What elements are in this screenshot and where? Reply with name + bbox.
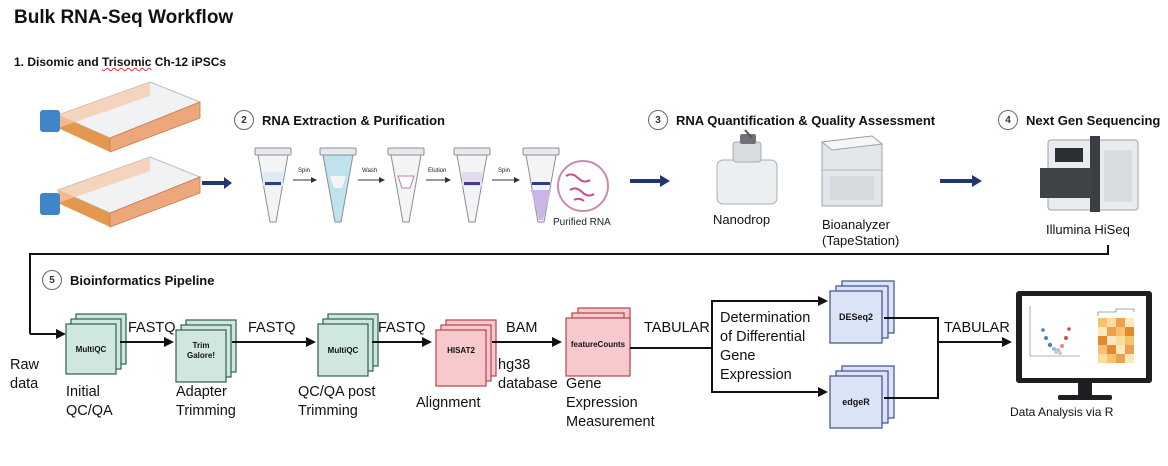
multiqc2-caption-2: Trimming <box>298 403 358 419</box>
trim-box-line2: Galore! <box>186 351 215 360</box>
nanodrop-label: Nanodrop <box>713 212 771 227</box>
step1-prefix: 1. Disomic and <box>14 55 103 69</box>
extraction-tubes <box>254 147 609 223</box>
featurecounts-caption: Gene Expression Measurement <box>566 375 655 432</box>
featurecounts-stack <box>565 307 631 377</box>
deseq2-box-label: DESeq2 <box>838 312 873 322</box>
fastq-label-3: FASTQ <box>378 320 426 336</box>
fc-caption-2: Expression <box>566 395 638 411</box>
step5-header: 5 Bioinformatics Pipeline <box>42 270 214 290</box>
step2-header: 2 RNA Extraction & Purification <box>234 110 445 130</box>
multiqc1-caption: Initial QC/QA <box>66 383 113 421</box>
de-line1: Determination <box>720 310 811 326</box>
de-line4: Expression <box>720 367 792 383</box>
step1-suffix: Ch-12 iPSCs <box>151 55 227 69</box>
multiqc2-caption-1: QC/QA post <box>298 384 376 400</box>
step1-word: Trisomic <box>102 55 152 69</box>
fc-caption-3: Measurement <box>566 414 655 430</box>
step2-title: RNA Extraction & Purification <box>262 112 445 128</box>
step4-number: 4 <box>998 110 1018 130</box>
hiseq-instrument <box>1040 136 1139 212</box>
hg38-line1: hg38 <box>498 357 531 373</box>
multiqc2-caption: QC/QA post Trimming <box>298 383 375 421</box>
hisat2-stack <box>435 319 497 387</box>
deseq2-stack <box>829 280 895 344</box>
final-caption: Data Analysis via R <box>1010 405 1114 419</box>
volcano-plot-thumb <box>1029 306 1080 357</box>
step3-title: RNA Quantification & Quality Assessment <box>676 112 936 128</box>
bioanalyzer-instrument <box>820 135 884 207</box>
trim-box-label: Trim Galore! <box>176 341 226 361</box>
arrow-label-spin2: Spin <box>498 168 511 174</box>
connector-seq-to-pipeline <box>29 245 1109 334</box>
hg38-line2: database <box>498 376 558 392</box>
arrow-label-elution: Elution <box>428 168 447 174</box>
trim-caption: Adapter Trimming <box>176 383 236 421</box>
hg38-label: hg38 database <box>498 356 558 394</box>
edger-stack <box>829 365 895 429</box>
multiqc1-caption-2: QC/QA <box>66 403 113 419</box>
step2-number: 2 <box>234 110 254 130</box>
bioanalyzer-line1: Bioanalyzer <box>822 217 890 232</box>
fc-caption-1: Gene <box>566 376 602 392</box>
fastq-label-1: FASTQ <box>128 320 176 336</box>
step1-label: 1. Disomic and Trisomic Ch-12 iPSCs <box>14 55 226 69</box>
featurecounts-box-label: featureCounts <box>570 340 626 349</box>
page-title: Bulk RNA-Seq Workflow <box>14 7 234 28</box>
fastq-label-2: FASTQ <box>248 320 296 336</box>
trim-caption-1: Adapter <box>176 384 227 400</box>
arrow-to-edger <box>711 348 828 397</box>
raw-line2: data <box>10 376 39 392</box>
edger-box-label: edgeR <box>842 397 870 407</box>
arrow-to-deseq2 <box>630 296 828 349</box>
step4-title: Next Gen Sequencing <box>1026 112 1161 128</box>
arrow-label-wash: Wash <box>362 168 378 174</box>
culture-flask-bottom <box>40 156 202 228</box>
multiqc1-box-label: MultiQC <box>75 345 107 354</box>
trim-stack <box>175 319 237 383</box>
tabular-label-1: TABULAR <box>644 320 710 336</box>
raw-data-label: Raw data <box>10 356 39 394</box>
trim-caption-2: Trimming <box>176 403 236 419</box>
bioanalyzer-line2: (TapeStation) <box>822 233 900 248</box>
step5-number: 5 <box>42 270 62 290</box>
multiqc2-stack <box>317 313 379 377</box>
de-line2: of Differential <box>720 329 806 345</box>
tabular-label-2: TABULAR <box>944 320 1010 336</box>
bam-label: BAM <box>506 320 538 336</box>
monitor-icon <box>1016 291 1152 400</box>
step5-title: Bioinformatics Pipeline <box>70 272 215 288</box>
step4-header: 4 Next Gen Sequencing <box>998 110 1160 130</box>
multiqc1-caption-1: Initial <box>66 384 100 400</box>
multiqc1-stack <box>65 313 127 375</box>
nanodrop-instrument <box>716 129 778 205</box>
de-line3: Gene <box>720 348 756 364</box>
heatmap-thumb <box>1097 308 1135 363</box>
trim-box-line1: Trim <box>192 341 210 350</box>
purified-rna-label: Purified RNA <box>553 217 611 228</box>
step3-header: 3 RNA Quantification & Quality Assessmen… <box>648 110 935 130</box>
hisat2-box-label: HISAT2 <box>447 346 475 355</box>
de-label: Determination of Differential Gene Expre… <box>720 309 810 385</box>
arrow-label-spin1: Spin <box>298 168 311 174</box>
multiqc2-box-label: MultiQC <box>327 346 359 355</box>
hiseq-label: Illumina HiSeq <box>1046 222 1130 237</box>
bioanalyzer-label: Bioanalyzer (TapeStation) <box>822 217 899 249</box>
step3-number: 3 <box>648 110 668 130</box>
alignment-caption: Alignment <box>416 395 481 411</box>
raw-line1: Raw <box>10 357 40 373</box>
culture-flask-top <box>40 81 202 153</box>
